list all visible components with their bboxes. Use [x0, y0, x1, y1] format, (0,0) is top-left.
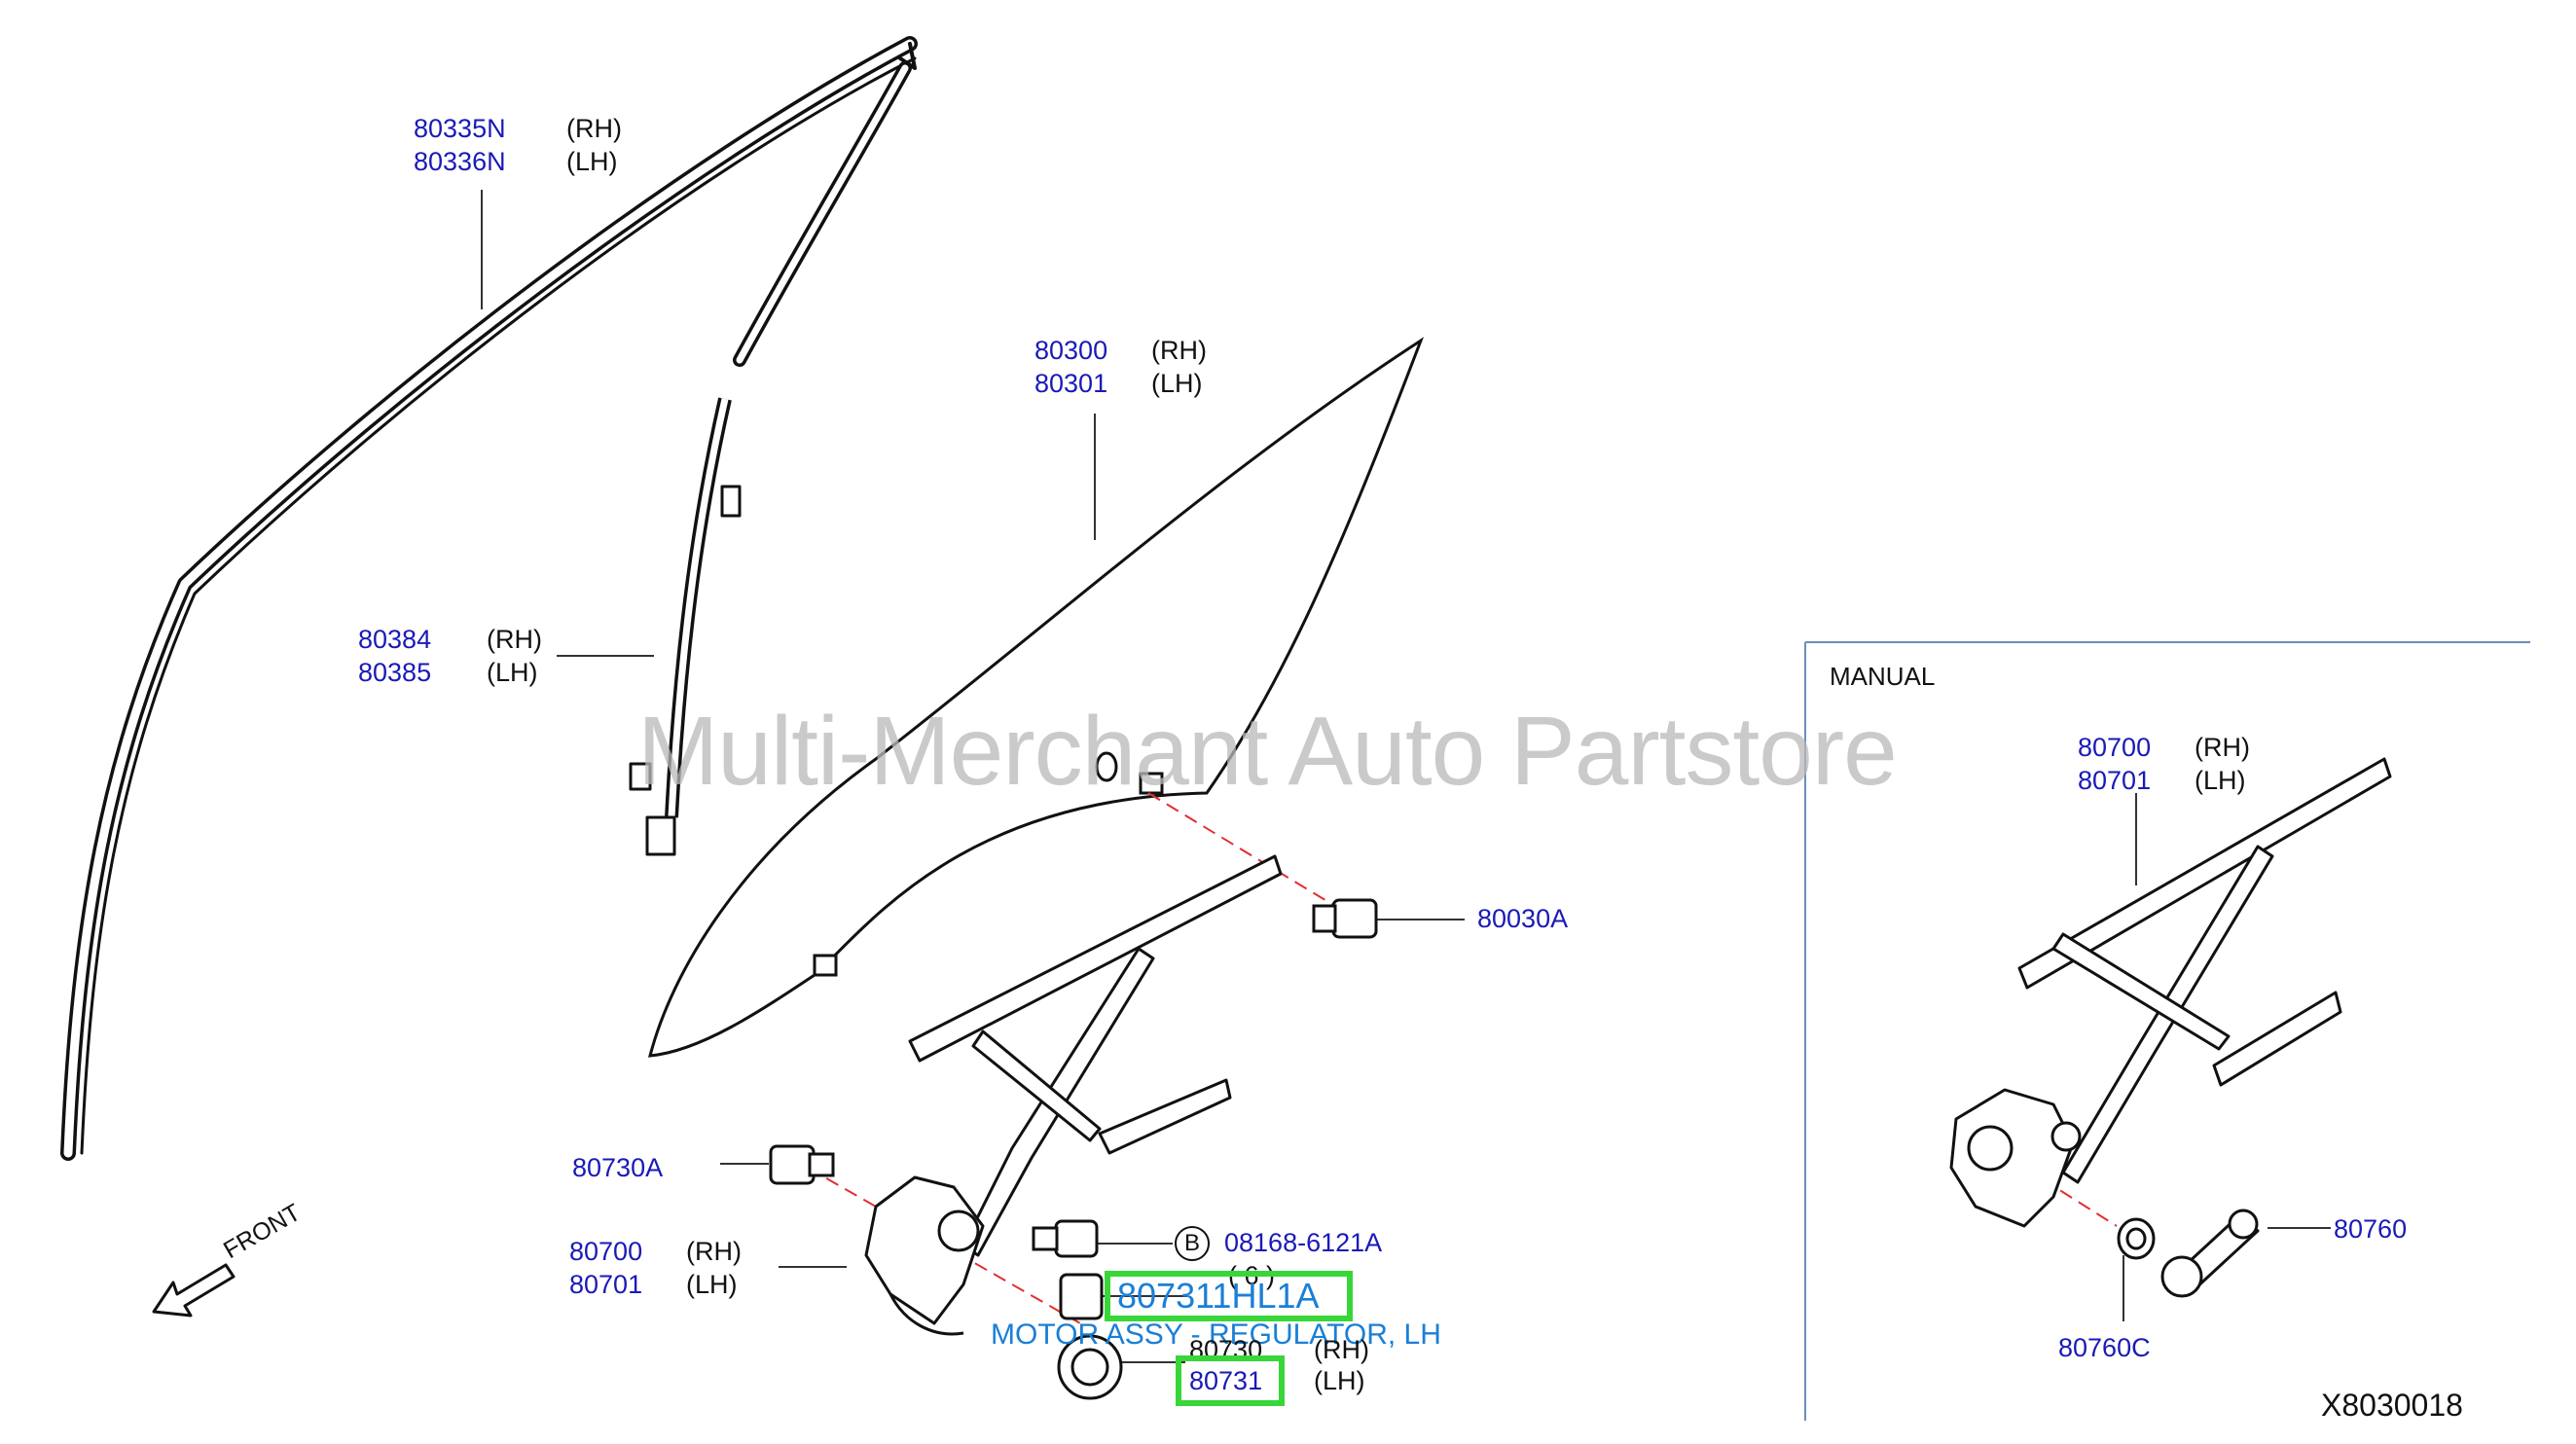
- motor-bolt-label[interactable]: 08168-6121A: [1224, 1228, 1383, 1257]
- highlight-box-part: [1105, 1271, 1353, 1321]
- glass-rh-label[interactable]: 80300: [1034, 336, 1108, 365]
- manual-regulator-lh-label[interactable]: 80701: [2078, 766, 2152, 795]
- side-lh-label: (LH): [686, 1270, 738, 1299]
- side-lh-label: (LH): [2195, 766, 2246, 795]
- regulator-lh-label[interactable]: 80701: [569, 1270, 643, 1299]
- bolt-drawings: [769, 898, 1378, 1258]
- manual-section-title: MANUAL: [1830, 662, 1936, 691]
- side-lh-label: (LH): [1314, 1366, 1365, 1395]
- handle-label[interactable]: 80760: [2334, 1214, 2408, 1244]
- upper-sash-lh-label[interactable]: 80336N: [414, 147, 506, 176]
- rear-channel-drawing: [629, 397, 742, 856]
- front-arrow-icon: [152, 1263, 236, 1318]
- manual-regulator-drawing: [1949, 757, 2392, 1298]
- manual-regulator-rh-label[interactable]: 80700: [2078, 733, 2152, 762]
- manual-section-frame: [1804, 641, 2530, 1421]
- side-rh-label: (RH): [1151, 336, 1207, 365]
- handle-washer-label[interactable]: 80760C: [2058, 1333, 2151, 1362]
- diagram-code: X8030018: [2321, 1388, 2463, 1423]
- side-rh-label: (RH): [487, 625, 542, 654]
- watermark: Multi-Merchant Auto Partstore: [637, 697, 1898, 806]
- power-regulator-drawing: [864, 854, 1283, 1400]
- glass-lh-label[interactable]: 80301: [1034, 369, 1108, 398]
- glass-bolt-label[interactable]: 80030A: [1477, 904, 1569, 933]
- side-rh-label: (RH): [1314, 1335, 1369, 1364]
- regulator-rh-label[interactable]: 80700: [569, 1237, 643, 1266]
- rear-channel-lh-label[interactable]: 80385: [358, 658, 432, 687]
- motor-lh-label[interactable]: 80731: [1189, 1366, 1263, 1395]
- regulator-bolt-label[interactable]: 80730A: [572, 1153, 664, 1182]
- door-glass-drawing: [648, 337, 1425, 1058]
- highlight-description: MOTOR ASSY - REGULATOR, LH: [991, 1318, 1441, 1351]
- callout-b-icon: B: [1175, 1226, 1210, 1261]
- upper-sash-rh-label[interactable]: 80335N: [414, 114, 506, 143]
- side-rh-label: (RH): [566, 114, 622, 143]
- side-rh-label: (RH): [2195, 733, 2250, 762]
- upper-sash-drawing: [60, 36, 918, 1161]
- highlight-box-motor-lh: [1176, 1355, 1285, 1406]
- highlight-part-number[interactable]: 807311HL1A: [1117, 1276, 1320, 1316]
- side-lh-label: (LH): [566, 147, 618, 176]
- leader-lines: [481, 190, 2331, 1363]
- side-lh-label: (LH): [1151, 369, 1203, 398]
- side-rh-label: (RH): [686, 1237, 742, 1266]
- side-lh-label: (LH): [487, 658, 538, 687]
- rear-channel-rh-label[interactable]: 80384: [358, 625, 432, 654]
